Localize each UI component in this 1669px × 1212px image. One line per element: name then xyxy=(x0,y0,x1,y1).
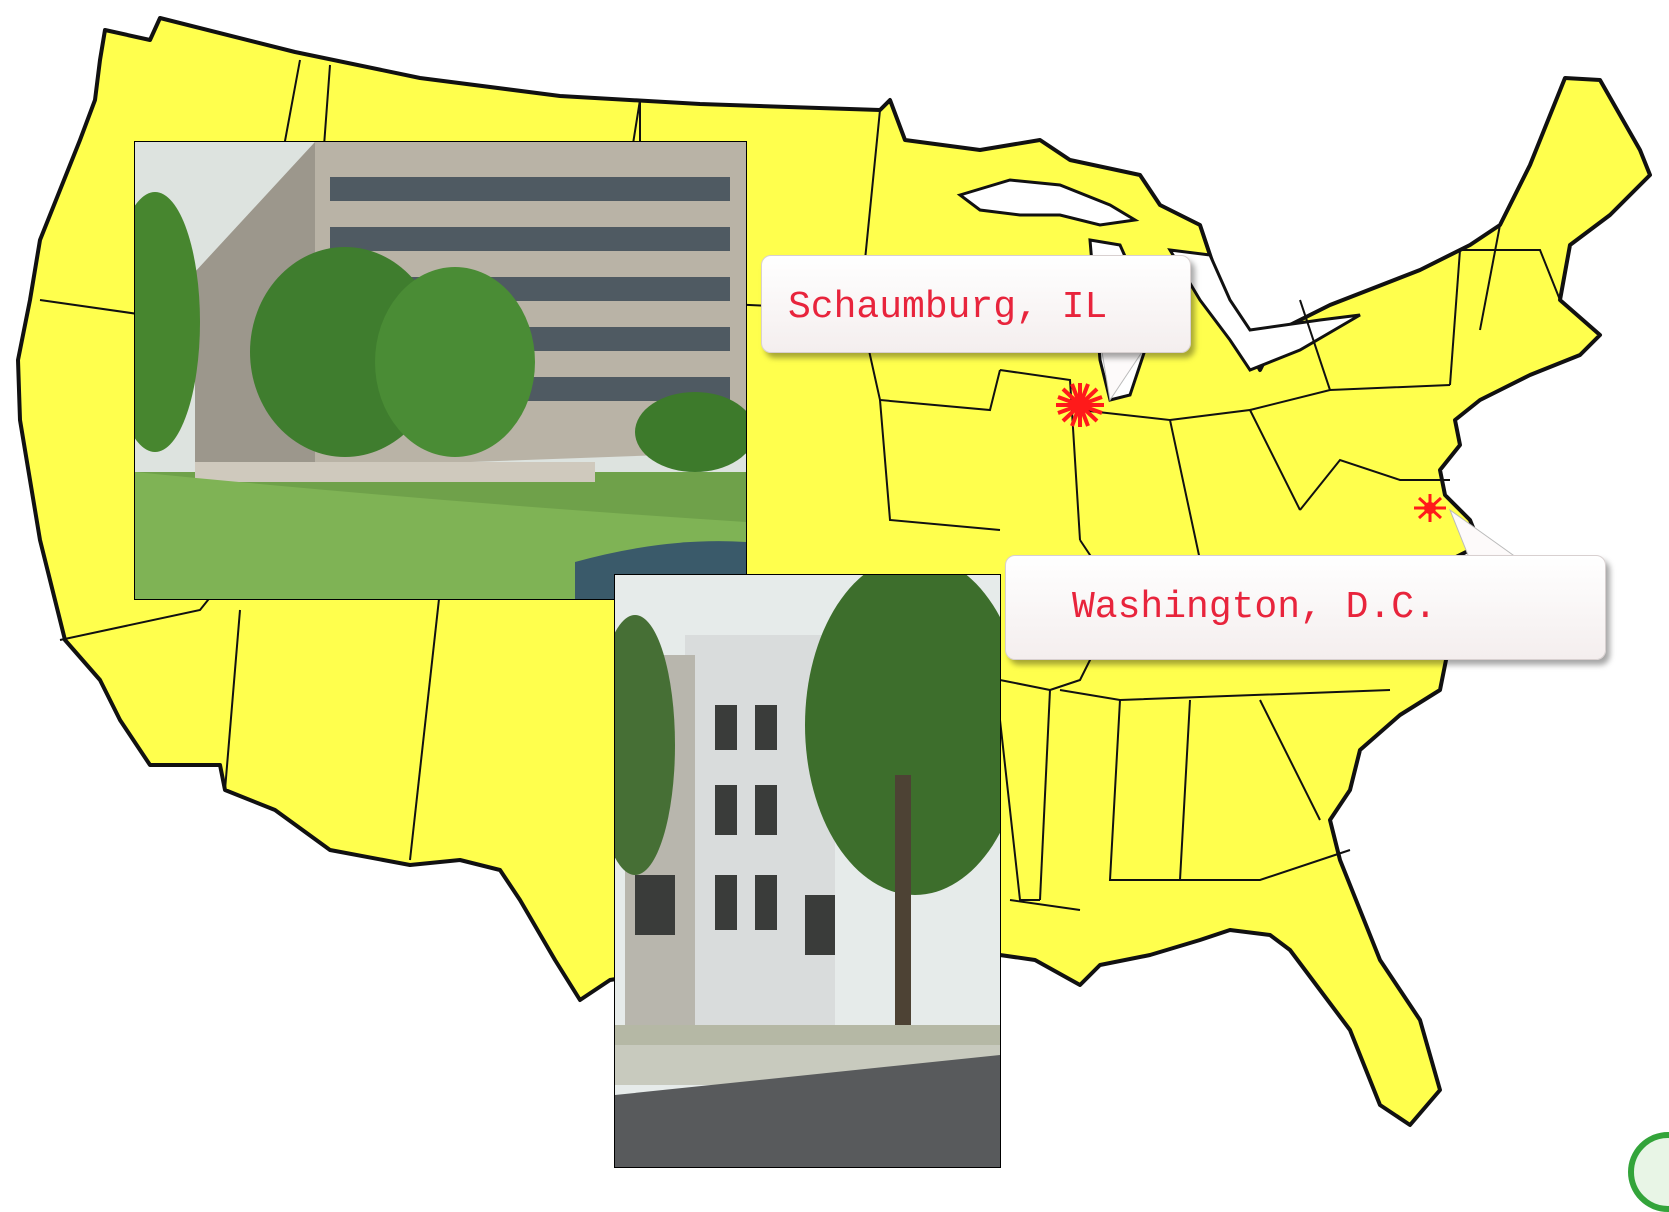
office-building-photo xyxy=(134,141,747,600)
callout-washington: Washington, D.C. xyxy=(1005,555,1606,660)
location-label-washington: Washington, D.C. xyxy=(1072,586,1437,629)
starburst-marker[interactable] xyxy=(1056,383,1104,427)
callout-schaumburg: Schaumburg, IL xyxy=(761,255,1191,353)
lake-superior xyxy=(956,178,1140,227)
location-label-schaumburg: Schaumburg, IL xyxy=(788,286,1108,329)
starburst-marker[interactable] xyxy=(1414,494,1446,522)
rowhouse-building-photo xyxy=(614,574,1001,1168)
